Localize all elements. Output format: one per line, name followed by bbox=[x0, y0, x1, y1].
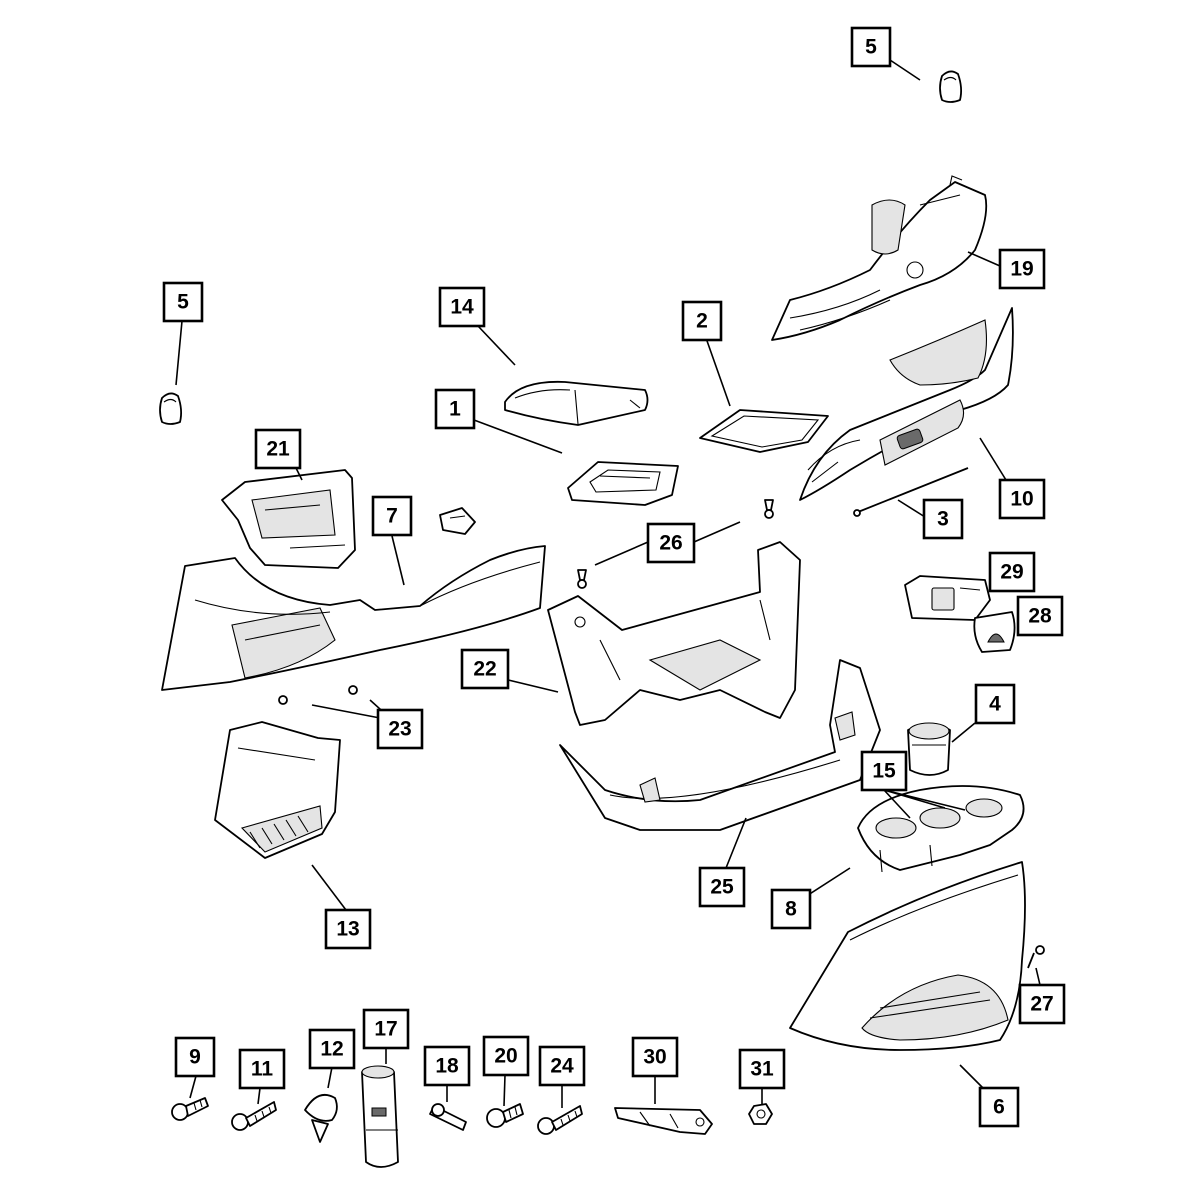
part-24-screw bbox=[537, 1105, 583, 1135]
part-28-cover bbox=[973, 611, 1016, 653]
callout-label: 13 bbox=[336, 918, 359, 941]
leader-lines bbox=[175, 59, 1041, 1108]
part-9-screw bbox=[171, 1097, 209, 1121]
part-22-center-bracket bbox=[547, 541, 801, 726]
part-10-outer-panel bbox=[799, 307, 1014, 501]
callout-13[interactable]: 13 bbox=[324, 908, 372, 950]
part-2-tray-mat bbox=[699, 409, 829, 453]
callout-25[interactable]: 25 bbox=[698, 866, 746, 908]
part-5-grommet-right bbox=[939, 70, 963, 103]
part-6-rear-console bbox=[789, 861, 1026, 1051]
callout-label: 28 bbox=[1028, 605, 1052, 628]
part-31-nut bbox=[748, 1103, 773, 1125]
callout-8[interactable]: 8 bbox=[770, 888, 812, 930]
callout-26[interactable]: 26 bbox=[646, 522, 696, 564]
part-27-screw bbox=[1027, 945, 1045, 969]
callout-label: 26 bbox=[659, 532, 682, 555]
part-8-cupholder bbox=[857, 785, 1025, 873]
callout-label: 21 bbox=[266, 438, 290, 461]
callout-12[interactable]: 12 bbox=[308, 1028, 356, 1070]
callout-2[interactable]: 2 bbox=[681, 300, 723, 342]
callout-28[interactable]: 28 bbox=[1016, 595, 1064, 637]
part-3-rod bbox=[853, 467, 969, 517]
callout-14[interactable]: 14 bbox=[438, 286, 486, 328]
callout-label: 10 bbox=[1010, 488, 1033, 511]
part-4-cup bbox=[907, 722, 951, 776]
callout-label: 25 bbox=[710, 876, 734, 899]
part-29-switch bbox=[904, 575, 991, 621]
part-5-grommet-left bbox=[159, 392, 183, 425]
callout-22[interactable]: 22 bbox=[460, 648, 510, 690]
callout-label: 5 bbox=[177, 291, 189, 314]
callout-label: 30 bbox=[643, 1046, 666, 1069]
callout-label: 9 bbox=[189, 1046, 201, 1069]
part-13-side-panel bbox=[214, 721, 341, 859]
callout-30[interactable]: 30 bbox=[631, 1036, 679, 1078]
part-19-upper-trim bbox=[771, 175, 988, 341]
callout-label: 11 bbox=[251, 1058, 274, 1081]
callout-label: 5 bbox=[865, 36, 877, 59]
part-30-bracket bbox=[614, 1107, 713, 1135]
part-17-socket bbox=[361, 1065, 399, 1168]
callout-23[interactable]: 23 bbox=[376, 708, 424, 750]
part-21-bracket bbox=[221, 469, 356, 569]
callout-3[interactable]: 3 bbox=[922, 498, 964, 540]
callout-10[interactable]: 10 bbox=[998, 478, 1046, 520]
callout-9[interactable]: 9 bbox=[174, 1036, 216, 1078]
callout-label: 2 bbox=[696, 310, 708, 333]
callout-11[interactable]: 11 bbox=[238, 1048, 286, 1090]
part-7-lower-panel bbox=[161, 545, 546, 691]
callout-5-top[interactable]: 5 bbox=[850, 26, 892, 68]
callout-label: 8 bbox=[785, 898, 797, 921]
callout-label: 1 bbox=[449, 398, 461, 421]
part-11-screw bbox=[231, 1101, 277, 1131]
callout-31[interactable]: 31 bbox=[738, 1048, 786, 1090]
callout-24[interactable]: 24 bbox=[538, 1045, 586, 1087]
callout-29[interactable]: 29 bbox=[988, 551, 1036, 593]
callout-label: 17 bbox=[374, 1018, 397, 1041]
part-12-clip bbox=[304, 1094, 338, 1143]
callout-label: 22 bbox=[473, 658, 496, 681]
callout-17[interactable]: 17 bbox=[362, 1008, 410, 1050]
callout-label: 12 bbox=[320, 1038, 343, 1061]
part-14-lid bbox=[504, 380, 649, 426]
callout-label: 14 bbox=[450, 296, 474, 319]
callout-18[interactable]: 18 bbox=[423, 1045, 471, 1087]
callout-1[interactable]: 1 bbox=[434, 388, 476, 430]
part-23-screws bbox=[278, 685, 358, 705]
callout-label: 20 bbox=[494, 1045, 517, 1068]
callout-label: 24 bbox=[550, 1055, 574, 1078]
callout-19[interactable]: 19 bbox=[998, 248, 1046, 290]
callout-27[interactable]: 27 bbox=[1018, 983, 1066, 1025]
callout-label: 23 bbox=[388, 718, 411, 741]
part-1-bezel bbox=[567, 461, 679, 506]
part-26-pins bbox=[577, 499, 774, 589]
part-18-bolt bbox=[429, 1103, 467, 1131]
callout-label: 3 bbox=[937, 508, 949, 531]
callout-6[interactable]: 6 bbox=[978, 1086, 1020, 1128]
callout-4[interactable]: 4 bbox=[974, 683, 1016, 725]
callout-21[interactable]: 21 bbox=[254, 428, 302, 470]
callout-label: 19 bbox=[1010, 258, 1033, 281]
callout-15[interactable]: 15 bbox=[860, 750, 908, 792]
callout-label: 27 bbox=[1030, 993, 1053, 1016]
callout-label: 31 bbox=[750, 1058, 774, 1081]
callout-label: 4 bbox=[989, 693, 1001, 716]
callout-label: 15 bbox=[872, 760, 896, 783]
callout-label: 6 bbox=[993, 1096, 1005, 1119]
callout-label: 7 bbox=[386, 505, 398, 528]
part-clip-small bbox=[439, 507, 476, 535]
callout-label: 29 bbox=[1000, 561, 1023, 584]
callout-5-left[interactable]: 5 bbox=[162, 281, 204, 323]
part-20-screw bbox=[486, 1103, 524, 1128]
callout-label: 18 bbox=[435, 1055, 459, 1078]
part-25-lower-trim bbox=[559, 659, 881, 831]
callout-7[interactable]: 7 bbox=[371, 495, 413, 537]
callout-20[interactable]: 20 bbox=[482, 1035, 530, 1077]
